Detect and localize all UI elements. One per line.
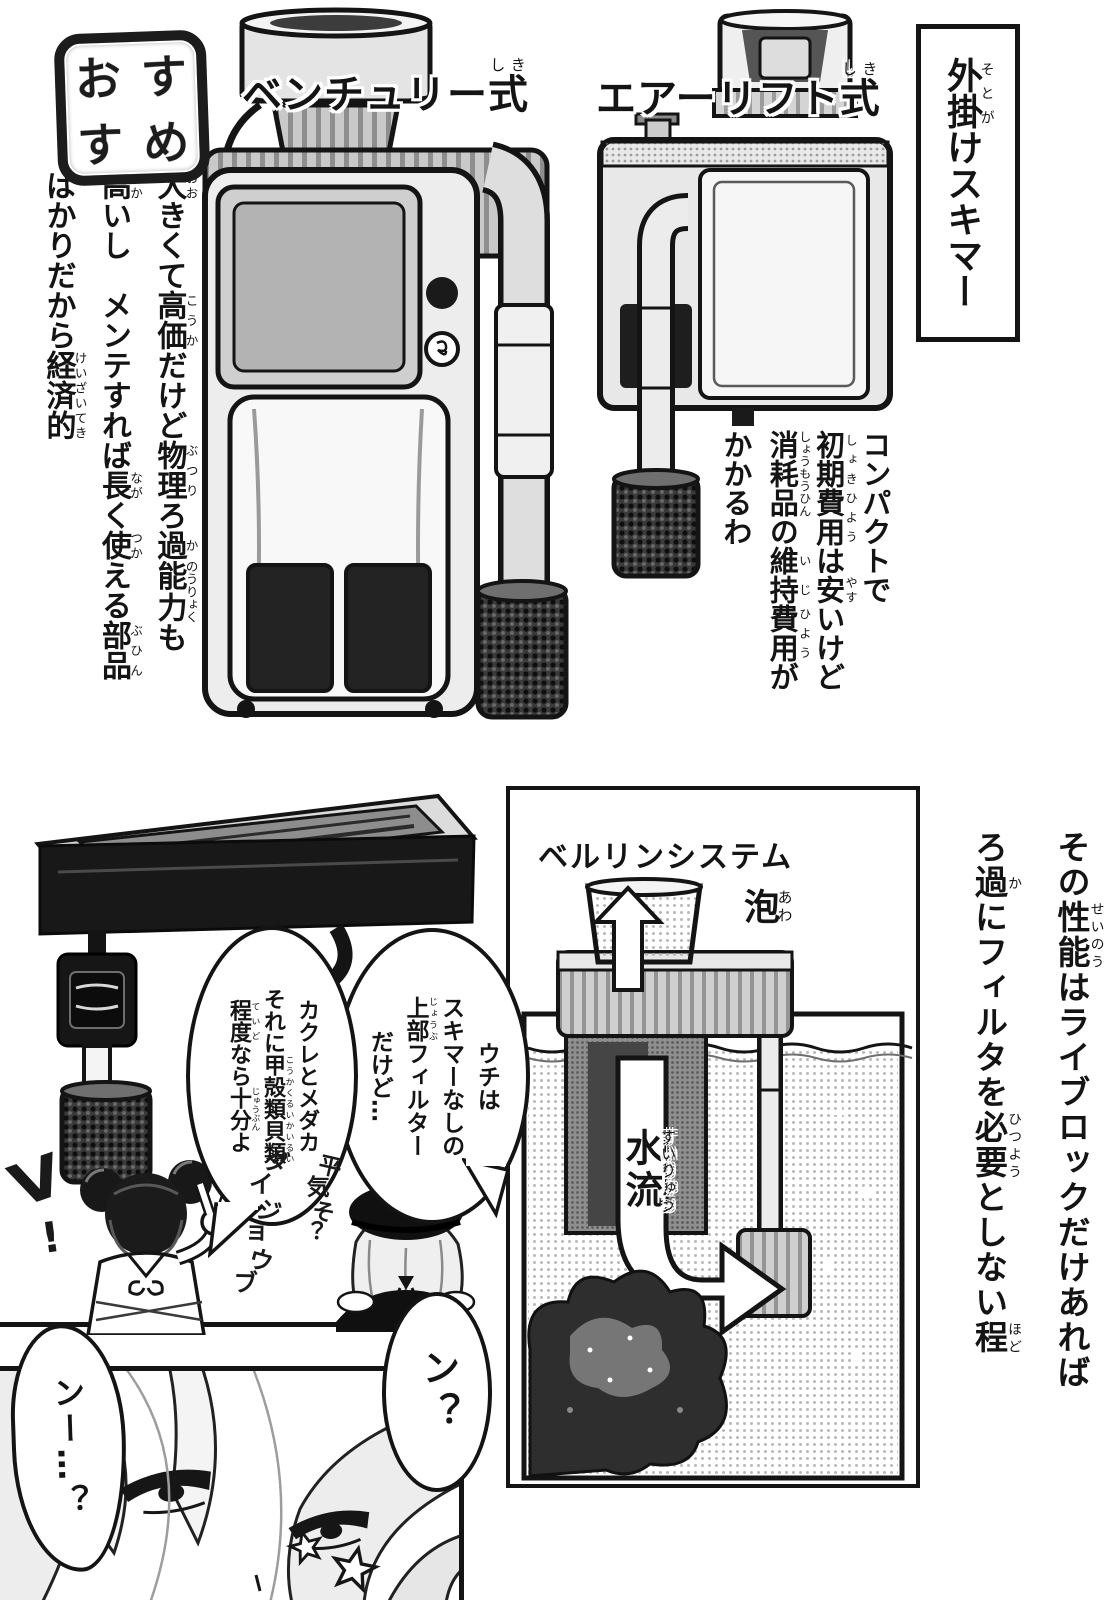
speech-text: ウチはスキマーなしの上部じょうぶフィルターだけど… xyxy=(366,995,500,1157)
berlin-system-panel: ベルリンシステム xyxy=(506,786,920,1488)
venturi-type-label: ベンチュリー式しき xyxy=(242,56,529,118)
recommended-stamp: お す す め xyxy=(53,29,211,187)
speech-bubble-n: ン？ xyxy=(382,1292,492,1492)
panel-divider-line xyxy=(0,1322,462,1327)
star-sparkle xyxy=(330,1544,381,1594)
page-title-box: 外掛そとがけスキマー xyxy=(916,24,1020,342)
speech-bubble-top-filter: ウチはスキマーなしの上部じょうぶフィルターだけど… xyxy=(334,928,530,1224)
speech-bubble-tail xyxy=(462,1158,511,1218)
stamp-char: す xyxy=(76,117,125,173)
speech-bubble-enough: カクレとメダカそれに甲殻類こうかくるい貝類かいるい程度ていどなら十分じゅうぶんよ xyxy=(186,926,358,1226)
airlift-skimmer-illustration xyxy=(597,9,893,579)
speech-text: カクレとメダカそれに甲殻類こうかくるい貝類かいるい程度ていどなら十分じゅうぶんよ xyxy=(225,988,320,1164)
bubbles-label: 泡あわ xyxy=(738,888,794,924)
airlift-note: コンパクトで初期しょき費用ひようは安やすいけど消耗品しょうもうひんの維持いじ費用… xyxy=(718,430,892,691)
venturi-skimmer-illustration xyxy=(202,7,569,720)
speech-text: ンー…？ xyxy=(47,1375,91,1521)
airlift-type-label: エアーリフト式しき xyxy=(596,60,881,122)
speech-text: ン？ xyxy=(415,1348,460,1436)
berlin-system-label: ベルリンシステム xyxy=(538,840,794,875)
water-flow-label: 水流すいりゅう xyxy=(619,1128,677,1212)
stamp-char: お xyxy=(74,51,122,107)
venturi-note: 大おおきくて高価こうかだけど物理ぶつりろ過か能力のうりょくも高たかいし メンテす… xyxy=(40,170,199,680)
star-sparkle xyxy=(285,1528,323,1566)
berlin-system-illustration xyxy=(521,877,913,1481)
berlin-note: その性能せいのうはライブロックだけあればろ過かにフィルタを必要ひつようとしない程… xyxy=(969,830,1104,1390)
stamp-char: す xyxy=(140,49,188,105)
top-filter-illustration xyxy=(34,793,478,1185)
page-title: 外掛そとがけスキマー xyxy=(941,57,995,309)
speech-bubble-tail xyxy=(208,1202,264,1258)
stamp-char: め xyxy=(142,115,191,171)
